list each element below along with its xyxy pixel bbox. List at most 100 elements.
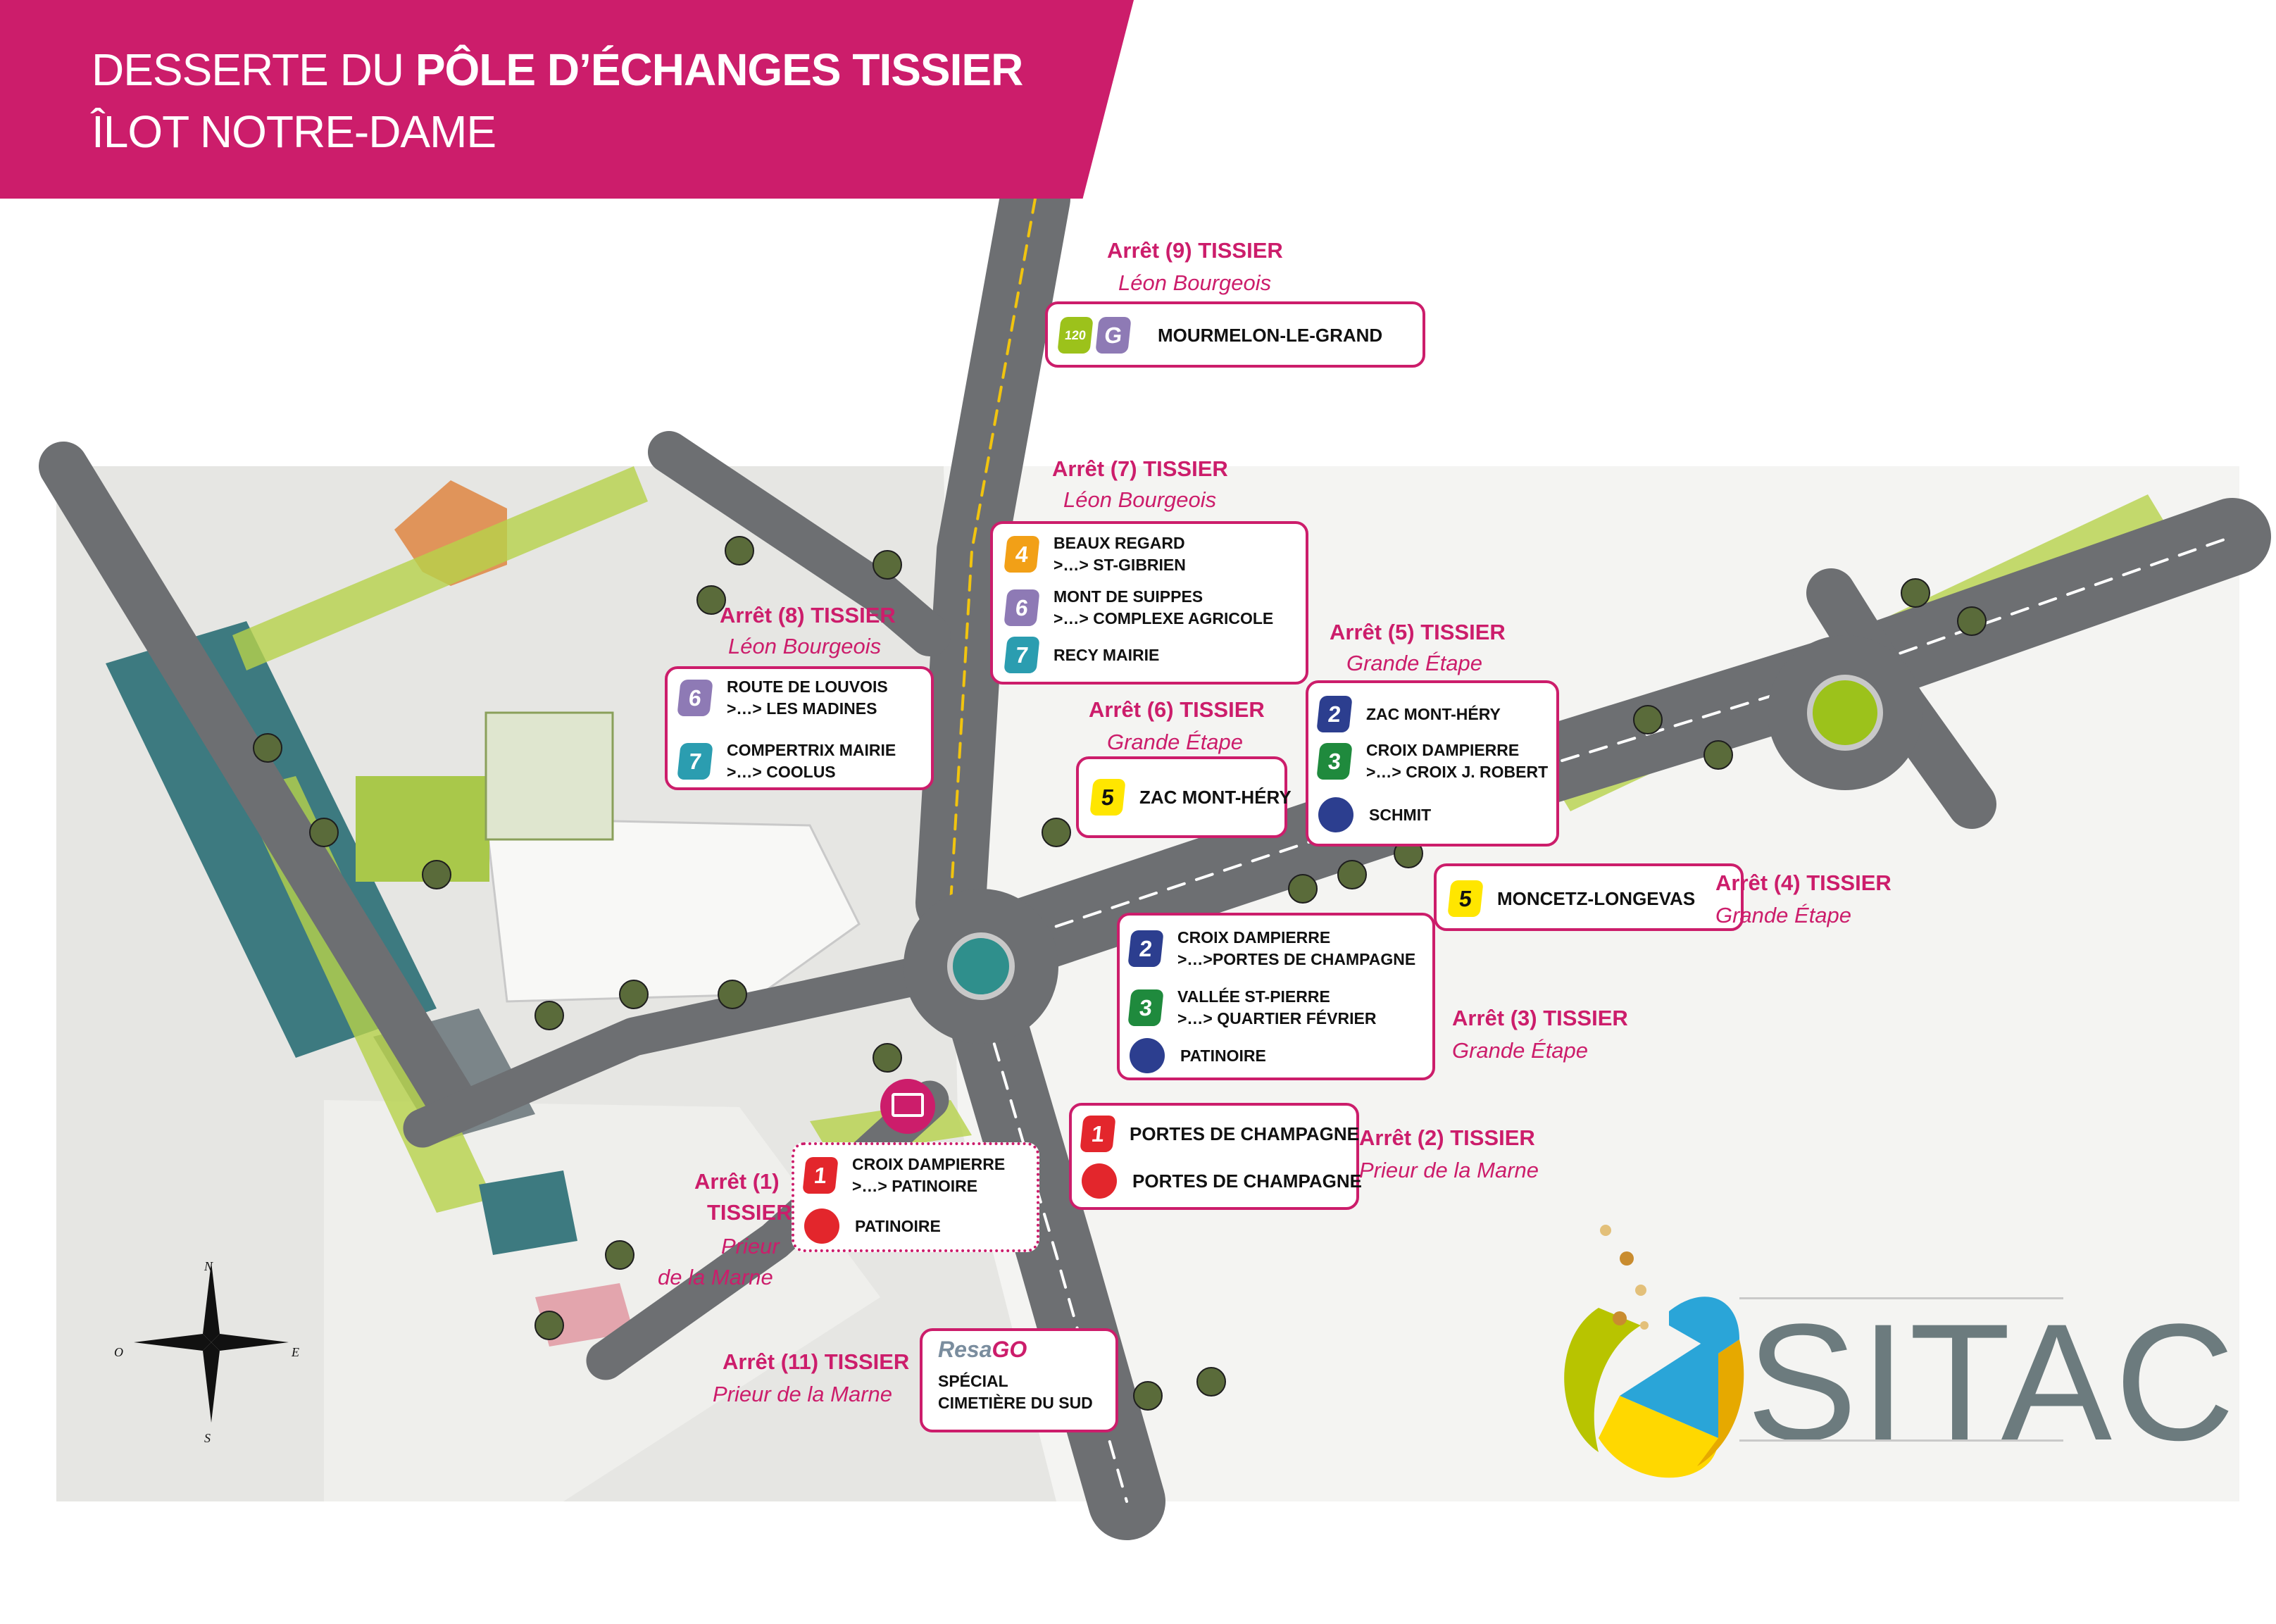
- tree: [725, 536, 754, 566]
- stop-7-subtitle: Léon Bourgeois: [1063, 487, 1217, 512]
- road-north-secondary: [648, 431, 951, 656]
- destination: PATINOIRE: [1180, 1046, 1266, 1065]
- stop-1-line-citadine[interactable]: PATINOIRE: [804, 1208, 941, 1244]
- stop-6-subtitle: Grande Étape: [1107, 730, 1244, 754]
- stop-2-line-citadine[interactable]: PORTES DE CHAMPAGNE: [1082, 1163, 1362, 1199]
- line-120-badge: 120: [1057, 317, 1094, 354]
- stop-3-line-3[interactable]: 3 VALLÉE ST-PIERRE>…> QUARTIER FÉVRIER: [1127, 986, 1377, 1030]
- stop-7-line-4[interactable]: 4 BEAUX REGARD>…> ST-GIBRIEN: [1003, 532, 1186, 576]
- central-block: [484, 817, 861, 1003]
- stop-5-box[interactable]: 2 ZAC MONT-HÉRY 3 CROIX DAMPIERRE>…> CRO…: [1306, 680, 1559, 847]
- tree: [1196, 1367, 1226, 1397]
- via: >…> QUARTIER FÉVRIER: [1177, 1009, 1377, 1028]
- roundabout-central-island: [947, 932, 1015, 1000]
- stop-1-title: Arrêt (1): [694, 1169, 780, 1194]
- green-patch-1: [356, 776, 489, 882]
- stop-3-line-2[interactable]: 2 CROIX DAMPIERRE >…>PORTES DE CHAMPAGNE: [1127, 927, 1416, 970]
- service-type: SPÉCIAL: [938, 1372, 1008, 1390]
- tree: [309, 818, 339, 847]
- green-strip-north: [232, 466, 648, 670]
- destination: RECY MAIRIE: [1053, 645, 1160, 664]
- line-2-badge: 2: [1316, 696, 1353, 732]
- resago-logo: ResaGO: [938, 1337, 1027, 1362]
- roundabout-east-island: [1807, 675, 1883, 751]
- tree: [1288, 874, 1318, 904]
- line-7-badge: 7: [1003, 637, 1040, 673]
- stop-9-title: Arrêt (9) TISSIER: [1107, 238, 1283, 263]
- stop-9-box[interactable]: 120 G MOURMELON-LE-GRAND: [1045, 301, 1425, 368]
- stop-5-line-2[interactable]: 2 ZAC MONT-HÉRY: [1316, 696, 1501, 732]
- stop-3-line-citadine[interactable]: PATINOIRE: [1130, 1038, 1266, 1073]
- stop-2-title: Arrêt (2) TISSIER: [1359, 1125, 1535, 1150]
- line-7-badge: 7: [677, 743, 713, 780]
- stop-11-service: SPÉCIAL CIMETIÈRE DU SUD: [938, 1370, 1093, 1414]
- stop-4-box[interactable]: 5 MONCETZ-LONGEVAS: [1434, 863, 1744, 931]
- stop-4-line-5[interactable]: 5 MONCETZ-LONGEVAS: [1447, 880, 1695, 917]
- stop-6-line-5[interactable]: 5 ZAC MONT-HÉRY: [1089, 779, 1292, 816]
- via: >…> PATINOIRE: [852, 1177, 978, 1195]
- tree: [873, 550, 902, 580]
- destination: SCHMIT: [1369, 805, 1432, 824]
- via: >…> LES MADINES: [727, 699, 877, 718]
- line-5-badge: 5: [1089, 779, 1126, 816]
- stop-1-title-line2: TISSIER: [707, 1200, 792, 1225]
- stop-7-line-7[interactable]: 7 RECY MAIRIE: [1003, 637, 1160, 673]
- stop-5-line-citadine[interactable]: SCHMIT: [1318, 797, 1431, 832]
- header-banner: [0, 0, 1134, 199]
- line-g-badge: G: [1095, 317, 1132, 354]
- tree: [696, 585, 726, 615]
- stop-8-box[interactable]: 6 ROUTE DE LOUVOIS>…> LES MADINES 7 COMP…: [665, 666, 934, 790]
- stop-6-box[interactable]: 5 ZAC MONT-HÉRY: [1076, 756, 1292, 838]
- destination: CROIX DAMPIERRE: [1177, 928, 1331, 947]
- stop-8-line-7[interactable]: 7 COMPERTRIX MAIRIE>…> COOLUS: [677, 739, 896, 783]
- destination: ZAC MONT-HÉRY: [1366, 704, 1501, 723]
- stop-7-box[interactable]: 4 BEAUX REGARD>…> ST-GIBRIEN 6 MONT DE S…: [990, 521, 1308, 685]
- stop-1-line-1[interactable]: 1 CROIX DAMPIERRE>…> PATINOIRE: [802, 1154, 1005, 1197]
- stop-1-box[interactable]: 1 CROIX DAMPIERRE>…> PATINOIRE PATINOIRE: [792, 1142, 1039, 1252]
- stop-4-title: Arrêt (4) TISSIER: [1715, 870, 1892, 895]
- stop-9-line-mourmelon[interactable]: 120 G MOURMELON-LE-GRAND: [1057, 317, 1382, 354]
- garden-square: [484, 711, 614, 841]
- compass-west: O: [114, 1345, 123, 1359]
- stop-7-line-6[interactable]: 6 MONT DE SUIPPES>…> COMPLEXE AGRICOLE: [1003, 586, 1273, 630]
- tree: [1901, 578, 1930, 608]
- tree: [619, 980, 649, 1009]
- stop-8-line-6[interactable]: 6 ROUTE DE LOUVOIS>…> LES MADINES: [677, 676, 888, 720]
- stop-4-subtitle: Grande Étape: [1715, 903, 1852, 927]
- stop-2-box[interactable]: 1 PORTES DE CHAMPAGNE PORTES DE CHAMPAGN…: [1069, 1103, 1362, 1210]
- destination: PORTES DE CHAMPAGNE: [1130, 1123, 1359, 1144]
- tree: [534, 1311, 564, 1340]
- road-northwest: [39, 442, 475, 1125]
- line-1-badge: 1: [1080, 1116, 1116, 1152]
- pond: [479, 1170, 577, 1255]
- line-2-badge: 2: [1127, 930, 1164, 967]
- stop-11-title: Arrêt (11) TISSIER: [723, 1349, 910, 1374]
- citadine-icon: [1130, 1038, 1165, 1073]
- bus-shelter-icon: [880, 1079, 935, 1134]
- via: >…>PORTES DE CHAMPAGNE: [1177, 950, 1416, 968]
- destination: CIMETIÈRE DU SUD: [938, 1394, 1093, 1412]
- stop-2-subtitle: Prieur de la Marne: [1359, 1158, 1539, 1182]
- tree: [1133, 1381, 1163, 1411]
- stop-5-line-3[interactable]: 3 CROIX DAMPIERRE>…> CROIX J. ROBERT: [1316, 739, 1548, 783]
- tree: [253, 733, 282, 763]
- stop-3-box[interactable]: 2 CROIX DAMPIERRE>…>PORTES DE CHAMPAGNE …: [1117, 913, 1435, 1080]
- stop-2-line-1[interactable]: 1 PORTES DE CHAMPAGNE: [1080, 1116, 1359, 1152]
- sitac-logo-mark: [1564, 1225, 1744, 1478]
- road-east: [961, 498, 2271, 984]
- tree: [1957, 606, 1987, 636]
- destination: PATINOIRE: [855, 1216, 941, 1235]
- line-1-badge: 1: [802, 1157, 839, 1194]
- line-4-badge: 4: [1003, 536, 1040, 573]
- stop-11-box[interactable]: ResaGO SPÉCIAL CIMETIÈRE DU SUD: [920, 1328, 1118, 1432]
- citadine-icon: [1082, 1163, 1117, 1199]
- destination: MONT DE SUIPPES: [1053, 587, 1203, 606]
- destination: COMPERTRIX MAIRIE: [727, 741, 896, 759]
- tree: [873, 1043, 902, 1073]
- page-subtitle: ÎLOT NOTRE-DAME: [92, 106, 496, 157]
- destination: ROUTE DE LOUVOIS: [727, 677, 888, 696]
- destination: BEAUX REGARD: [1053, 534, 1185, 552]
- tree: [605, 1240, 634, 1270]
- destination: ZAC MONT-HÉRY: [1139, 786, 1292, 808]
- citadine-icon: [804, 1208, 839, 1244]
